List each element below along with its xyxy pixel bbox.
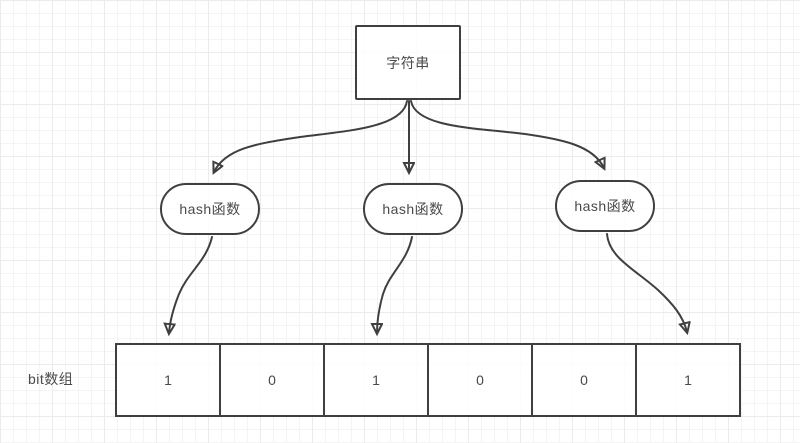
bit-cell-1-value: 1 (164, 372, 172, 388)
bit-cell-3-value: 1 (372, 372, 380, 388)
hash-node-2-label: hash函数 (382, 201, 444, 217)
bit-cell-6[interactable]: 1 (637, 345, 739, 415)
connector-hash-3-to-bit-array (606, 233, 687, 332)
connector-hash-2-to-bit-array (377, 236, 413, 333)
bit-cell-1[interactable]: 1 (117, 345, 221, 415)
string-node[interactable]: 字符串 (355, 25, 461, 100)
string-node-label: 字符串 (386, 54, 430, 71)
connector-string-to-hash-3 (410, 100, 604, 168)
bit-cell-2[interactable]: 0 (221, 345, 325, 415)
hash-node-1-label: hash函数 (179, 201, 241, 217)
connector-hash-1-to-bit-array (169, 236, 213, 333)
bit-cell-5[interactable]: 0 (533, 345, 637, 415)
hash-node-1[interactable]: hash函数 (160, 183, 260, 235)
bit-cell-2-value: 0 (268, 372, 276, 388)
bit-cell-5-value: 0 (580, 372, 588, 388)
bit-array[interactable]: 1 0 1 0 0 1 (115, 343, 741, 417)
hash-node-2[interactable]: hash函数 (363, 183, 463, 235)
bit-cell-6-value: 1 (684, 372, 692, 388)
bit-cell-4[interactable]: 0 (429, 345, 533, 415)
hash-node-3[interactable]: hash函数 (555, 180, 655, 232)
hash-node-3-label: hash函数 (574, 198, 636, 214)
bit-cell-4-value: 0 (476, 372, 484, 388)
bit-cell-3[interactable]: 1 (325, 345, 429, 415)
bit-array-label: bit数组 (28, 371, 74, 387)
connector-string-to-hash-1 (214, 100, 408, 172)
